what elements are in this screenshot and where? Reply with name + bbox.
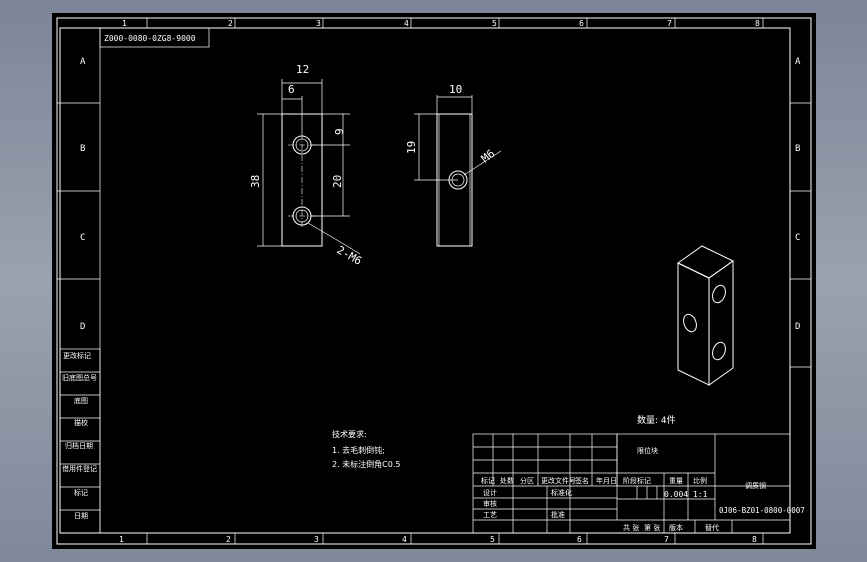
zone-bottom-4: 4 bbox=[402, 535, 407, 544]
outer-frame bbox=[56, 17, 812, 545]
zone-right-d: D bbox=[795, 322, 800, 332]
dim-side-hole-height: 19 bbox=[405, 141, 418, 154]
footer-label: 第 张 bbox=[644, 523, 660, 532]
scale-value: 1:1 bbox=[693, 490, 708, 499]
left-table-cell: 标记 bbox=[74, 488, 88, 497]
zone-right-b: B bbox=[795, 144, 800, 154]
dim-front-thread: 2-M6 bbox=[335, 243, 364, 268]
dim-front-width: 12 bbox=[296, 63, 309, 76]
code-box-text: Z000-0080-0ZG8-9000 bbox=[104, 34, 196, 43]
header-label: 更改文件号 bbox=[541, 476, 576, 485]
inner-frame bbox=[59, 27, 791, 534]
quantity-note: 数量: 4件 bbox=[637, 414, 676, 426]
zone-left-c: C bbox=[80, 233, 85, 243]
title-block bbox=[472, 433, 791, 534]
tech-req-line1: 1. 去毛刺倒钝; bbox=[332, 445, 385, 455]
header-label: 签名 bbox=[575, 476, 589, 485]
zone-bottom-8: 8 bbox=[752, 535, 757, 544]
sign-label: 批准 bbox=[551, 510, 565, 519]
sign-label: 工艺 bbox=[483, 511, 497, 519]
sign-label: 设计 bbox=[483, 488, 497, 497]
left-table-cell: 旧底图总号 bbox=[62, 373, 97, 382]
left-table-cell: 归档日期 bbox=[65, 441, 93, 450]
zone-top-2: 2 bbox=[228, 19, 233, 28]
zone-right-a: A bbox=[795, 57, 801, 67]
footer-label: 共 张 bbox=[623, 523, 639, 532]
material: 调质钢 bbox=[745, 481, 766, 490]
left-table-cell: 描校 bbox=[74, 418, 88, 427]
dim-side-thread: M6 bbox=[479, 147, 497, 165]
header-label: 标记 bbox=[481, 476, 495, 485]
code-box bbox=[99, 27, 210, 48]
scale-label: 比例 bbox=[693, 476, 707, 485]
weight-label: 重量 bbox=[669, 477, 683, 485]
drawing-canvas: 1 2 3 4 5 6 7 8 1 2 3 4 5 6 7 8 A B C D … bbox=[56, 17, 812, 545]
zone-left-b: B bbox=[80, 144, 85, 154]
isometric-view bbox=[677, 245, 734, 386]
zone-top-3: 3 bbox=[316, 19, 321, 28]
zone-bottom-3: 3 bbox=[314, 535, 319, 544]
dim-front-height: 38 bbox=[249, 175, 262, 188]
header-label: 年月日 bbox=[596, 476, 617, 485]
front-view bbox=[257, 79, 361, 255]
header-label: 处数 bbox=[500, 476, 514, 485]
dim-front-top-hole: 9 bbox=[333, 128, 346, 135]
left-revision-table bbox=[59, 348, 101, 534]
weight-value: 0.004 bbox=[664, 490, 688, 499]
side-view bbox=[414, 95, 502, 247]
zone-bottom-2: 2 bbox=[226, 535, 231, 544]
stage-label: 阶段标记 bbox=[623, 476, 651, 485]
tech-req-line2: 2. 未标注倒角C0.5 bbox=[332, 459, 400, 469]
footer-label: 版本 bbox=[669, 523, 683, 532]
zone-bottom-5: 5 bbox=[490, 535, 495, 544]
zone-right-c: C bbox=[795, 233, 800, 243]
part-name: 限位块 bbox=[637, 446, 658, 455]
sign-label: 标准化 bbox=[551, 488, 572, 497]
zone-left-d: D bbox=[80, 322, 85, 332]
left-table-cell: 日期 bbox=[74, 512, 88, 520]
dim-front-hole-spacing: 20 bbox=[331, 175, 344, 188]
left-table-cell: 更改标记 bbox=[63, 351, 91, 360]
zone-bottom-7: 7 bbox=[664, 535, 669, 544]
tech-req-title: 技术要求: bbox=[332, 429, 367, 439]
zone-top-4: 4 bbox=[404, 19, 409, 28]
zone-bottom-6: 6 bbox=[577, 535, 582, 544]
zone-top-6: 6 bbox=[579, 19, 584, 28]
left-table-cell: 底图 bbox=[74, 396, 88, 405]
footer-label: 替代 bbox=[705, 523, 719, 532]
sign-label: 审核 bbox=[483, 499, 497, 508]
dim-front-hole-offset: 6 bbox=[288, 83, 295, 96]
zone-top-5: 5 bbox=[492, 19, 497, 28]
header-label: 分区 bbox=[520, 476, 534, 485]
cad-viewport[interactable]: 1 2 3 4 5 6 7 8 1 2 3 4 5 6 7 8 A B C D … bbox=[52, 13, 816, 549]
dim-side-width: 10 bbox=[449, 83, 462, 96]
zone-left-a: A bbox=[80, 57, 86, 67]
zone-top-1: 1 bbox=[122, 19, 127, 28]
zone-top-8: 8 bbox=[755, 19, 760, 28]
zone-bottom-1: 1 bbox=[119, 535, 124, 544]
drawing-number: 0J06-BZ01-0800-0007 bbox=[719, 506, 805, 515]
zone-ticks bbox=[57, 18, 811, 544]
left-table-cell: 借用件登记 bbox=[62, 464, 97, 473]
zone-top-7: 7 bbox=[667, 19, 672, 28]
